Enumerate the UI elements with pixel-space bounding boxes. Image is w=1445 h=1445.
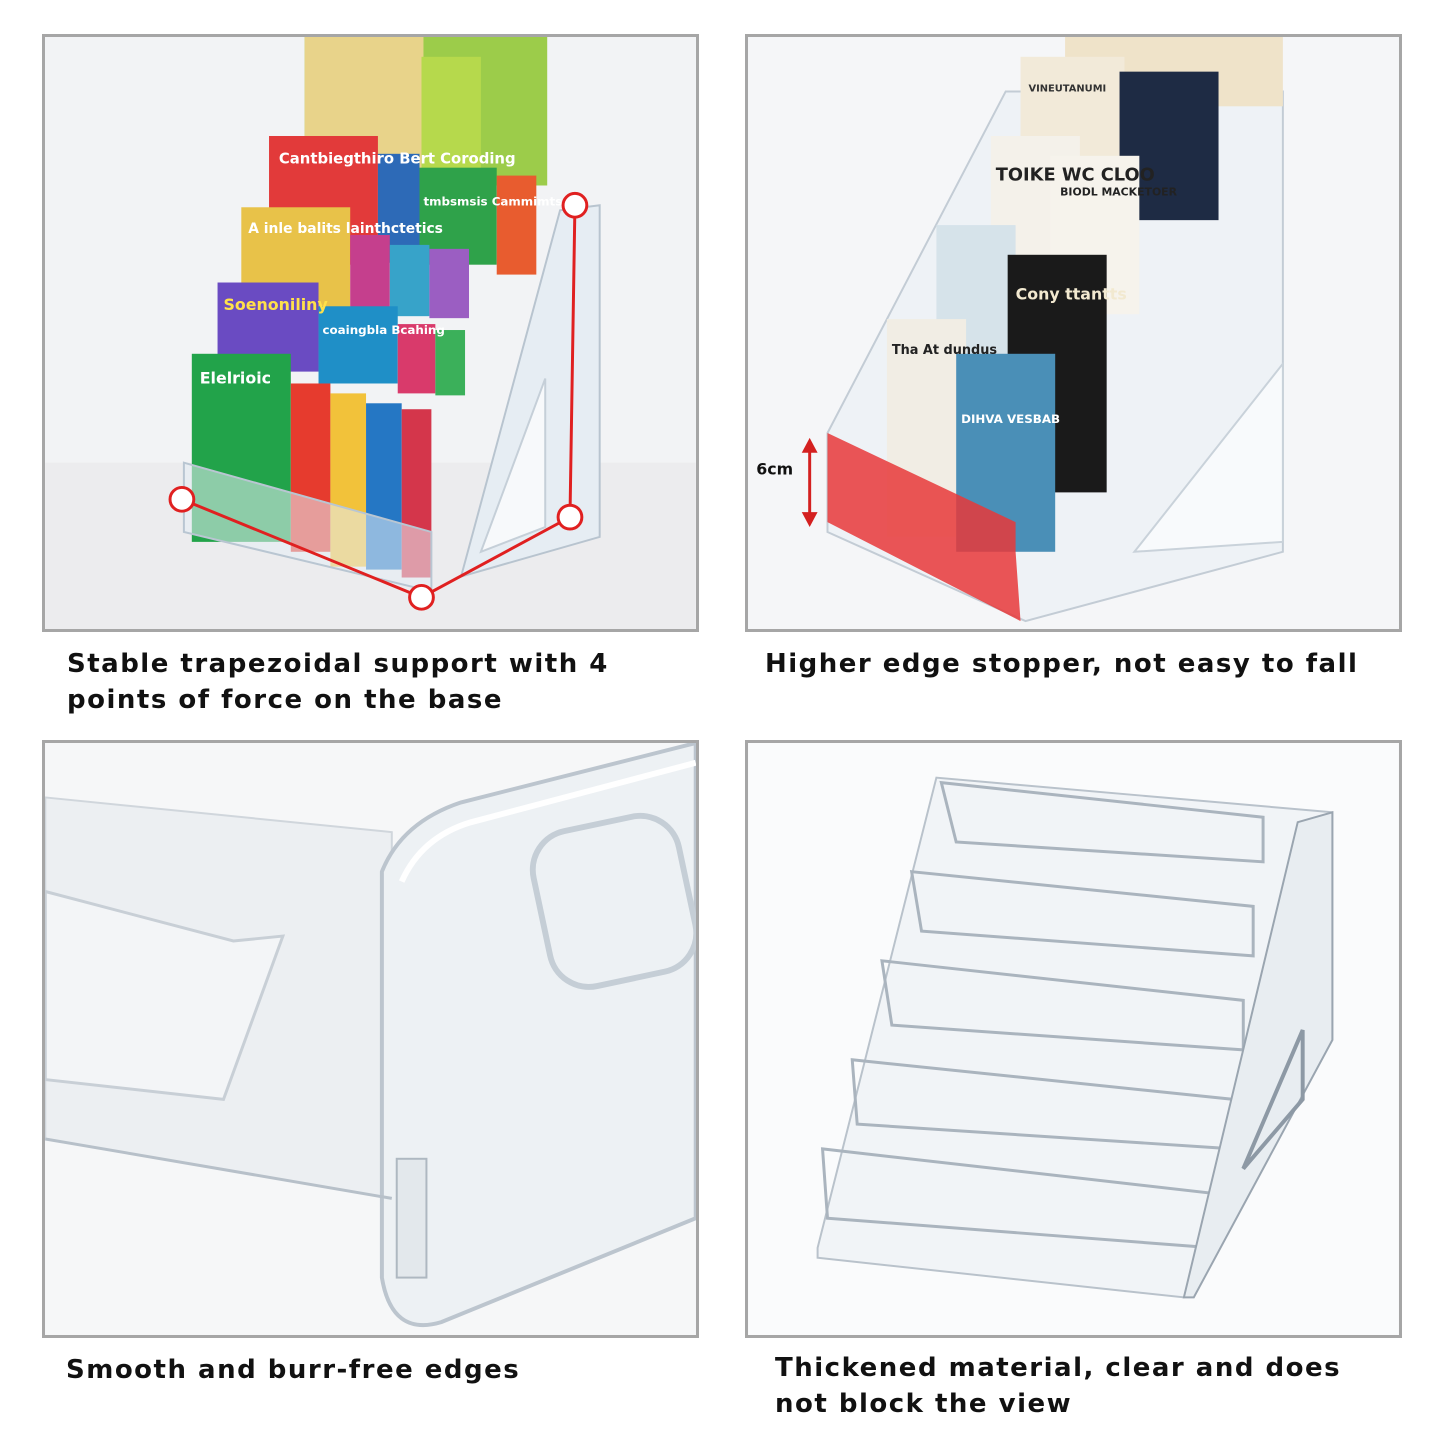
- measure-label: 6cm: [756, 460, 793, 479]
- caption-3: Smooth and burr-free edges: [66, 1355, 521, 1385]
- book-title-d: Cony ttantts: [1016, 284, 1127, 303]
- caption-2: Higher edge stopper, not easy to fall: [765, 649, 1359, 679]
- book-title-b: TOIKE WC CLOO: [996, 165, 1155, 186]
- front-stopper-highlight: [827, 432, 1021, 622]
- book-title-3: Soenoniliny: [223, 295, 328, 314]
- caption-4: Thickened material, clear and does not b…: [775, 1353, 1342, 1419]
- edge-closeup-illustration: [45, 743, 696, 1335]
- empty-rack-illustration: [748, 743, 1399, 1335]
- book-title-f: DIHVA VESBAB: [961, 412, 1060, 426]
- force-point-2: [408, 583, 435, 611]
- force-point-1: [168, 485, 196, 513]
- book-title-c: BIODL MACKETOER: [1060, 185, 1177, 198]
- trapezoid-outline: [181, 205, 577, 599]
- panel-smooth-edges: [42, 740, 699, 1338]
- rack-edge-stopper-illustration: VINEUTANUMI TOIKE WC CLOO BIODL MACKETOE…: [748, 37, 1399, 629]
- rack-with-books-illustration: Cantbiegthiro Bert Coroding A inle balit…: [45, 37, 696, 629]
- book-title-a: VINEUTANUMI: [1028, 83, 1106, 94]
- panel-trapezoid-support: Cantbiegthiro Bert Coroding A inle balit…: [42, 34, 699, 632]
- book-title-4: Elelrioic: [200, 368, 271, 387]
- force-point-3: [556, 503, 584, 531]
- panel-thickened-material: [745, 740, 1402, 1338]
- caption-1: Stable trapezoidal support with 4 points…: [67, 649, 609, 715]
- panel-edge-stopper: VINEUTANUMI TOIKE WC CLOO BIODL MACKETOE…: [745, 34, 1402, 632]
- book-title-e: Tha At dundus: [892, 343, 998, 358]
- force-point-4: [561, 191, 589, 219]
- book-title-6: tmbsmsis Cammimts: [423, 194, 562, 208]
- book-title-1: Cantbiegthiro Bert Coroding: [279, 151, 516, 168]
- book-title-2: A inle balits lainthctetics: [248, 221, 443, 237]
- book-title-5: coaingbla Bcahing: [322, 323, 444, 337]
